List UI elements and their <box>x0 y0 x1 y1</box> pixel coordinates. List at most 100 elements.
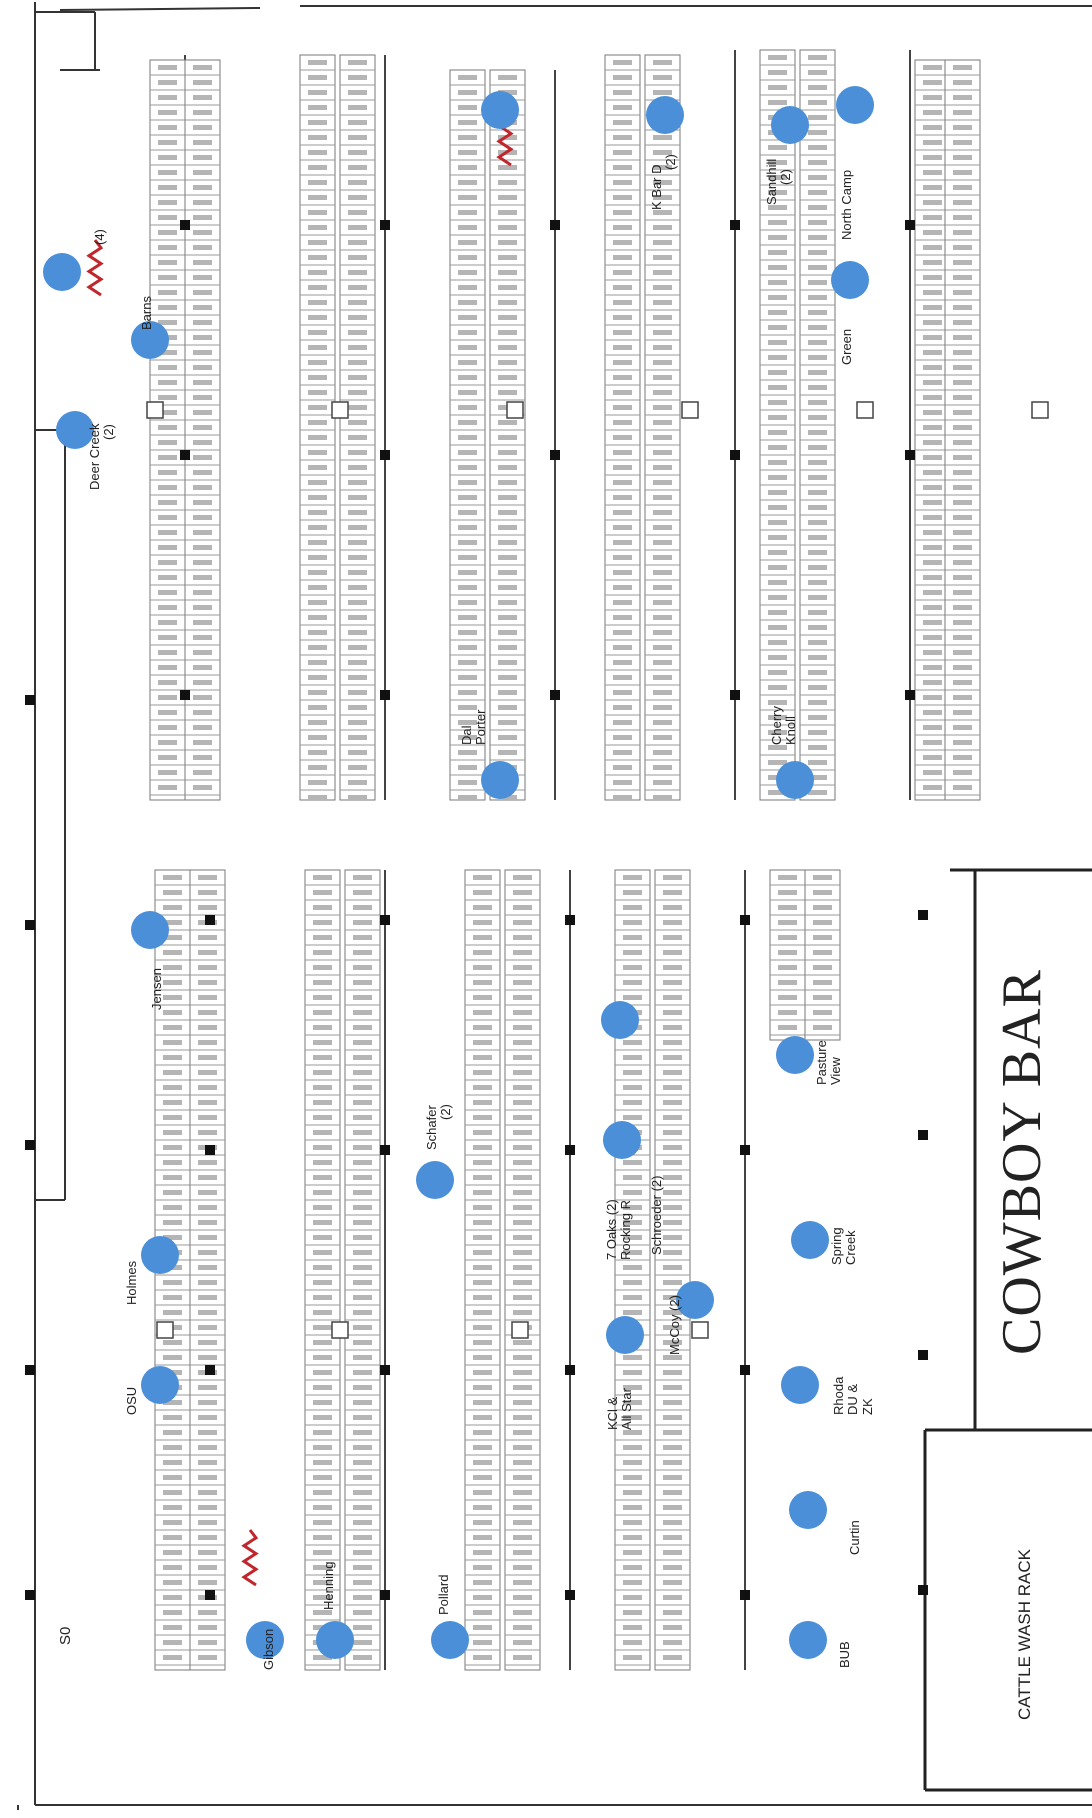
aisle-post <box>25 1590 35 1600</box>
stall-marker-box <box>1031 401 1049 419</box>
stall-column <box>944 59 981 801</box>
stall-column <box>799 49 836 801</box>
stall-column <box>449 69 486 801</box>
cowboy-bar-label: COWBOY BAR <box>991 969 1053 1355</box>
stall-column <box>149 59 186 801</box>
label-barns: Barns <box>139 296 154 330</box>
stall-marker-box <box>506 401 524 419</box>
aisle-post <box>205 915 215 925</box>
aisle-post <box>25 1365 35 1375</box>
aisle-post <box>740 915 750 925</box>
exhibitor-marker <box>789 1621 827 1659</box>
stall-marker-box <box>331 1321 349 1339</box>
aisle-post <box>550 450 560 460</box>
aisle-post <box>905 690 915 700</box>
exhibitor-marker <box>776 761 814 799</box>
label-green: Green <box>839 328 854 365</box>
stall-marker-box <box>511 1321 529 1339</box>
exhibitor-marker <box>246 1621 284 1659</box>
aisle-post <box>380 1365 390 1375</box>
aisle-post <box>380 1590 390 1600</box>
stall-marker-box <box>146 401 164 419</box>
label-7-oaks-rocking-r: 7 Oaks (2)Rocking R <box>604 1199 634 1260</box>
label-mccoy: McCoy (2) <box>667 1295 682 1355</box>
exhibitor-marker <box>676 1281 714 1319</box>
label-pollard: Pollard <box>436 1574 451 1615</box>
exhibitor-marker <box>141 1236 179 1274</box>
label-curtin: Curtin <box>847 1520 862 1555</box>
aisle-post <box>730 220 740 230</box>
stall-column <box>614 869 651 1671</box>
aisle-post <box>380 450 390 460</box>
exhibitor-marker <box>781 1366 819 1404</box>
exhibitor-marker <box>789 1491 827 1529</box>
exhibitor-marker <box>836 86 874 124</box>
aisle-post <box>380 915 390 925</box>
stall-column <box>804 869 841 1041</box>
exhibitor-marker <box>776 1036 814 1074</box>
exhibitor-marker <box>56 411 94 449</box>
aisle-post <box>565 1145 575 1155</box>
exhibitor-marker <box>416 1161 454 1199</box>
exhibitor-marker <box>646 96 684 134</box>
exhibitor-markers <box>43 86 874 1659</box>
label-bub: BUB <box>837 1641 852 1668</box>
exhibitor-marker <box>481 761 519 799</box>
label-schafer: Schafer(2) <box>424 1104 454 1150</box>
stall-column <box>344 869 381 1671</box>
label-sandhill: Sandhill(2) <box>764 158 794 205</box>
stall-column <box>759 49 796 801</box>
stall-marker-box <box>691 1321 709 1339</box>
label-schroeder: Schroeder (2) <box>649 1175 664 1255</box>
exhibitor-marker <box>771 106 809 144</box>
label-north-camp: North Camp <box>839 169 854 240</box>
exhibitor-marker <box>791 1221 829 1259</box>
aisle-post <box>205 1590 215 1600</box>
label-jensen: Jensen <box>149 968 164 1010</box>
aisle-post <box>180 220 190 230</box>
cowboy-bar-area <box>923 868 1092 1792</box>
reserved-squiggle <box>86 239 104 297</box>
label-gibson: Gibson <box>261 1628 276 1670</box>
exhibitor-marker <box>316 1621 354 1659</box>
exhibitor-marker <box>131 321 169 359</box>
stall-column <box>604 54 641 801</box>
cattle-wash-rack-label: CATTLE WASH RACK <box>1015 1549 1034 1720</box>
stall-marker-box <box>156 1321 174 1339</box>
stall-column <box>654 869 691 1671</box>
scale-label: S0 <box>57 1626 74 1645</box>
label-holmes: Holmes <box>124 1260 139 1305</box>
label-osu: OSU <box>124 1386 139 1415</box>
exhibitor-marker <box>43 253 81 291</box>
stall-column <box>644 54 681 801</box>
stall-marker-box <box>331 401 349 419</box>
label-henning: Henning <box>321 1561 336 1610</box>
exhibitor-marker <box>603 1121 641 1159</box>
aisle-post <box>740 1590 750 1600</box>
aisle-post <box>730 690 740 700</box>
label-kcl-all-star: KCl &All Star <box>605 1388 635 1430</box>
stall-marker-box <box>681 401 699 419</box>
stall-column <box>769 869 806 1041</box>
aisle-post <box>905 450 915 460</box>
aisle-post <box>905 220 915 230</box>
exhibitor-marker <box>131 911 169 949</box>
stall-column <box>184 59 221 801</box>
aisle-post <box>25 1140 35 1150</box>
stall-marker-box <box>856 401 874 419</box>
stall-column <box>189 869 226 1671</box>
exhibitor-marker <box>141 1366 179 1404</box>
aisle-post <box>550 690 560 700</box>
stall-column <box>304 869 341 1671</box>
aisle-post <box>380 1145 390 1155</box>
aisle-post <box>730 450 740 460</box>
stall-column <box>464 869 501 1671</box>
reserved-squiggle <box>241 1529 259 1587</box>
stall-grid <box>25 49 1049 1671</box>
stall-column <box>299 54 336 801</box>
